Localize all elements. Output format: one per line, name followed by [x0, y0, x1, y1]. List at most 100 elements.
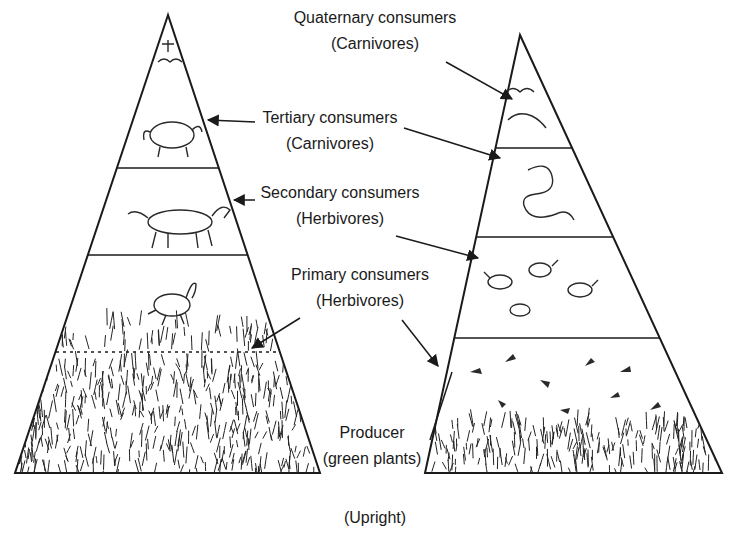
grass-blade — [174, 417, 176, 427]
grass-blade — [456, 444, 457, 451]
grass-blade — [675, 448, 678, 454]
grass-blade — [711, 431, 712, 446]
grass-blade — [230, 420, 234, 432]
grass-blade — [24, 386, 26, 395]
grass-blade — [673, 424, 675, 439]
grass-blade — [584, 448, 587, 457]
grass-blade — [30, 392, 34, 410]
grass-blade — [265, 452, 268, 469]
grass-blade — [110, 312, 113, 329]
grass-blade — [224, 446, 225, 454]
grass-blade — [32, 412, 33, 427]
grass-blade — [582, 450, 584, 463]
grass-blade — [85, 395, 86, 403]
grass-blade — [223, 383, 225, 393]
grass-blade — [47, 460, 49, 476]
grass-blade — [591, 425, 593, 438]
grass-blade — [238, 411, 239, 421]
grass-blade — [147, 333, 149, 349]
grass-blade — [231, 357, 233, 367]
grass-blade — [19, 393, 22, 399]
grass-blade — [449, 463, 453, 473]
grass-blade — [37, 388, 41, 398]
grass-blade — [254, 411, 257, 422]
grass-blade — [13, 446, 14, 460]
grass-blade — [171, 374, 174, 380]
grass-blade — [307, 446, 310, 454]
grass-blade — [663, 411, 665, 426]
grass-blade — [103, 455, 105, 470]
grass-blade — [146, 363, 148, 376]
grass-blade — [702, 436, 705, 453]
grass-blade — [142, 393, 143, 411]
grass-blade — [200, 404, 201, 419]
grass-blade — [238, 382, 242, 399]
grass-blade — [441, 440, 445, 449]
grass-blade — [57, 423, 59, 430]
grass-blade — [497, 457, 498, 469]
grass-blade — [259, 456, 261, 472]
grass-blade — [236, 402, 238, 416]
grass-blade — [315, 375, 316, 392]
grass-blade — [315, 371, 319, 380]
grass-blade — [151, 376, 152, 385]
grass-blade — [308, 412, 312, 420]
grass-blade — [37, 375, 39, 387]
grass-blade — [112, 437, 115, 448]
grass-blade — [157, 367, 160, 380]
grass-blade — [106, 421, 108, 433]
grass-blade — [39, 372, 41, 380]
grass-blade — [142, 452, 145, 466]
grass-blade — [34, 459, 35, 474]
grass-blade — [161, 354, 164, 365]
grass-blade — [472, 443, 474, 458]
grass-blade — [41, 400, 43, 418]
grass-blade — [248, 341, 249, 351]
grass-blade — [166, 443, 169, 450]
grass-blade — [250, 334, 251, 342]
grass-blade — [175, 320, 177, 329]
grass-blade — [102, 371, 104, 385]
grass-blade — [421, 429, 422, 441]
grass-blade — [189, 384, 192, 399]
grass-blade — [27, 467, 29, 475]
grass-blade — [201, 350, 202, 368]
grass-blade — [99, 385, 100, 397]
grass-blade — [215, 421, 217, 438]
grass-blade — [23, 417, 24, 426]
grass-blade — [172, 445, 174, 463]
grass-blade — [717, 417, 718, 433]
grass-blade — [146, 386, 147, 394]
grass-blade — [682, 454, 684, 468]
grass-blade — [204, 379, 205, 387]
grass-blade — [231, 390, 234, 399]
grass-blade — [560, 461, 562, 476]
grass-blade — [573, 442, 577, 449]
grass-blade — [324, 364, 325, 375]
grass-blade — [187, 359, 188, 370]
grass-blade — [256, 351, 258, 368]
grass-blade — [43, 383, 45, 392]
grass-blade — [680, 463, 683, 477]
grass-blade — [607, 445, 609, 452]
grass-blade — [72, 396, 75, 407]
grass-blade — [531, 466, 533, 473]
grass-blade — [259, 443, 262, 454]
grass-blade — [288, 456, 290, 473]
grass-blade — [132, 353, 134, 369]
grass-blade — [294, 401, 297, 416]
grass-blade — [196, 425, 198, 440]
grass-blade — [161, 436, 164, 449]
grass-blade — [64, 460, 67, 473]
grass-blade — [131, 440, 134, 447]
grass-blade — [201, 457, 204, 464]
grass-blade — [232, 459, 234, 471]
grass-blade — [12, 369, 13, 384]
grass-blade — [10, 442, 13, 459]
grass-blade — [217, 425, 220, 438]
grass-blade — [67, 446, 71, 453]
grass-blade — [591, 457, 593, 471]
grass-blade — [685, 417, 687, 428]
grass-blade — [298, 463, 299, 473]
grass-blade — [179, 406, 181, 413]
